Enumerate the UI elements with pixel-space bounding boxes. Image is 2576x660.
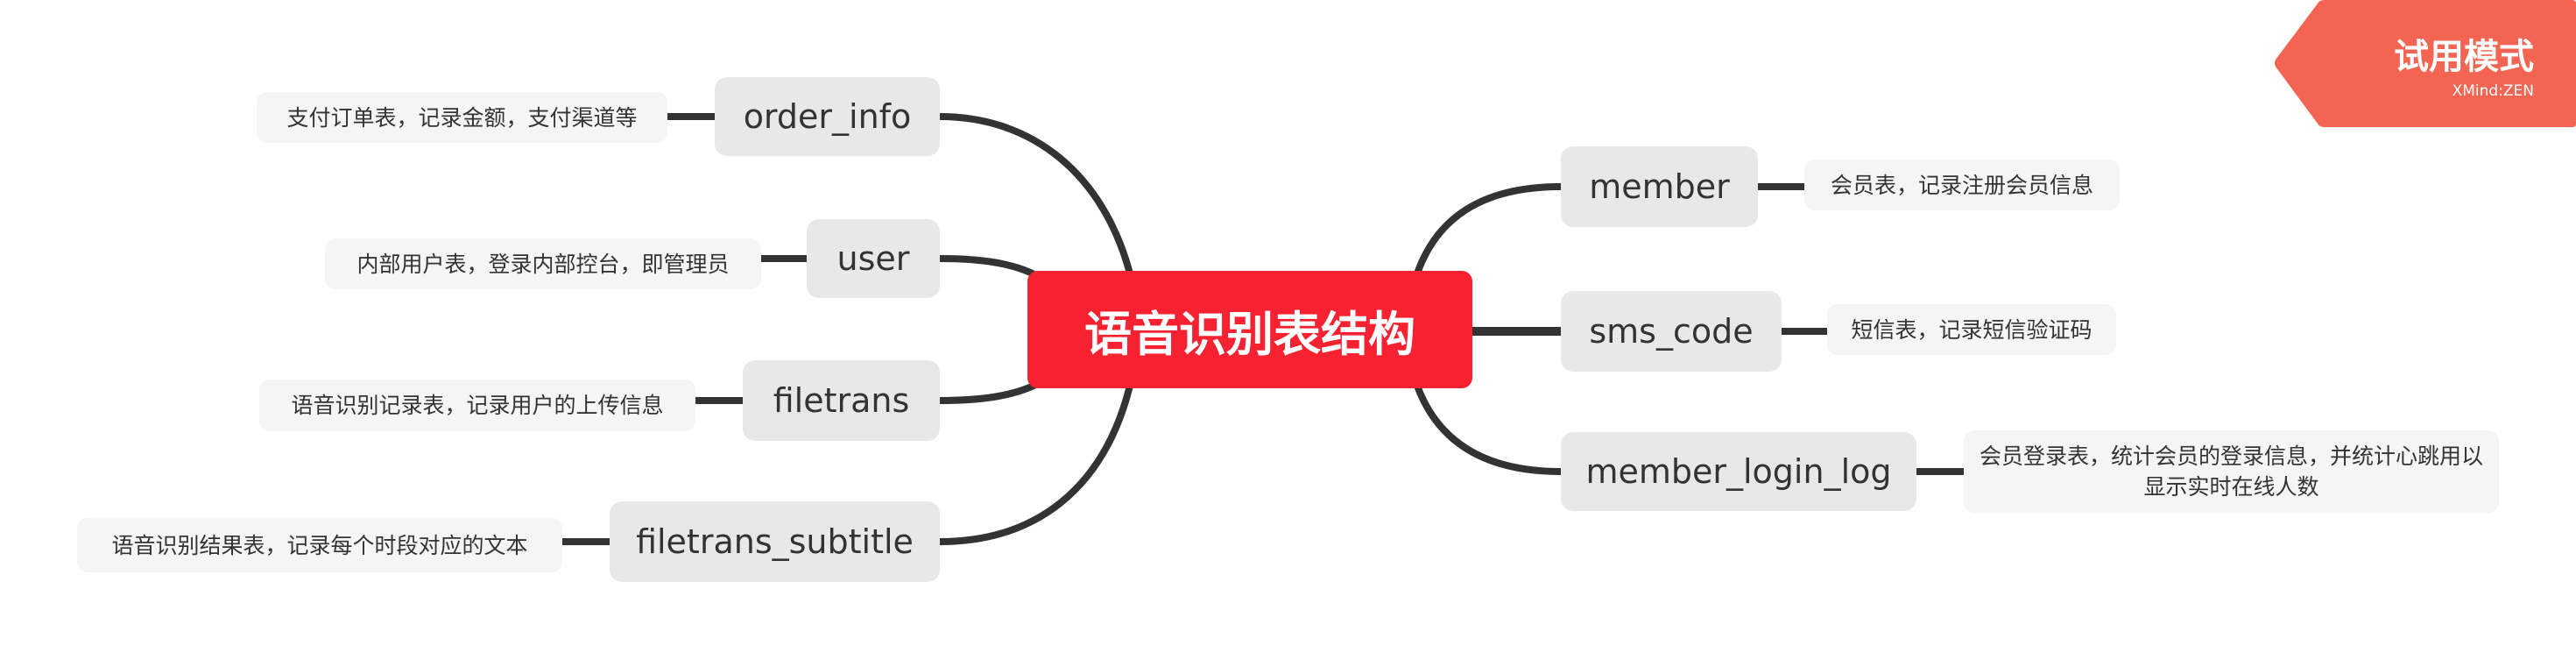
topic-label: order_info (743, 97, 912, 136)
topic-member[interactable]: member (1561, 146, 1758, 227)
connector-filetrans-subtitle (936, 382, 1133, 545)
description-sms-code[interactable]: 短信表，记录短信验证码 (1827, 304, 2116, 355)
topic-label: member (1589, 167, 1730, 206)
description-text: 会员登录表，统计会员的登录信息，并统计心跳用以显示实时在线人数 (1980, 444, 2484, 500)
description-member-login-log[interactable]: 会员登录表，统计会员的登录信息，并统计心跳用以显示实时在线人数 (1964, 430, 2499, 513)
connector-order-info (936, 113, 1133, 277)
topic-label: filetrans (773, 381, 910, 420)
topic-filetrans[interactable]: filetrans (743, 360, 940, 441)
description-text: 内部用户表，登录内部控台，即管理员 (356, 251, 730, 277)
description-order-info[interactable]: 支付订单表，记录金额，支付渠道等 (257, 92, 667, 143)
topic-order-info[interactable]: order_info (715, 77, 940, 156)
description-text: 短信表，记录短信验证码 (1851, 316, 2093, 343)
xmind-logo: XMind:ZEN (2452, 82, 2534, 100)
description-member[interactable]: 会员表，记录注册会员信息 (1804, 160, 2120, 210)
topic-user[interactable]: user (807, 219, 940, 298)
description-text: 会员表，记录注册会员信息 (1830, 172, 2093, 198)
topic-label: filetrans_subtitle (636, 522, 914, 561)
description-filetrans[interactable]: 语音识别记录表，记录用户的上传信息 (259, 380, 695, 431)
badge-title: 试用模式 (2394, 37, 2534, 77)
topic-sms-code[interactable]: sms_code (1561, 291, 1782, 372)
description-text: 语音识别记录表，记录用户的上传信息 (291, 393, 664, 418)
description-text: 支付订单表，记录金额，支付渠道等 (286, 104, 638, 131)
topic-label: sms_code (1589, 312, 1754, 351)
connector-user (936, 255, 1046, 282)
topic-filetrans-subtitle[interactable]: filetrans_subtitle (610, 501, 940, 582)
badge-shape (2275, 0, 2576, 127)
topic-label: user (836, 239, 910, 278)
description-filetrans-subtitle[interactable]: 语音识别结果表，记录每个时段对应的文本 (77, 518, 562, 572)
topic-label: member_login_log (1585, 452, 1892, 491)
connector-member (1414, 183, 1564, 277)
connector-filetrans (936, 378, 1046, 404)
description-text: 语音识别结果表，记录每个时段对应的文本 (111, 532, 528, 558)
topic-member-login-log[interactable]: member_login_log (1561, 432, 1916, 511)
central-topic[interactable]: 语音识别表结构 (1027, 271, 1472, 388)
connector-member-login-log (1414, 382, 1564, 475)
trial-mode-badge[interactable]: 试用模式 XMind:ZEN (2274, 0, 2576, 127)
description-user[interactable]: 内部用户表，登录内部控台，即管理员 (325, 238, 761, 289)
central-topic-label: 语音识别表结构 (1084, 306, 1415, 362)
